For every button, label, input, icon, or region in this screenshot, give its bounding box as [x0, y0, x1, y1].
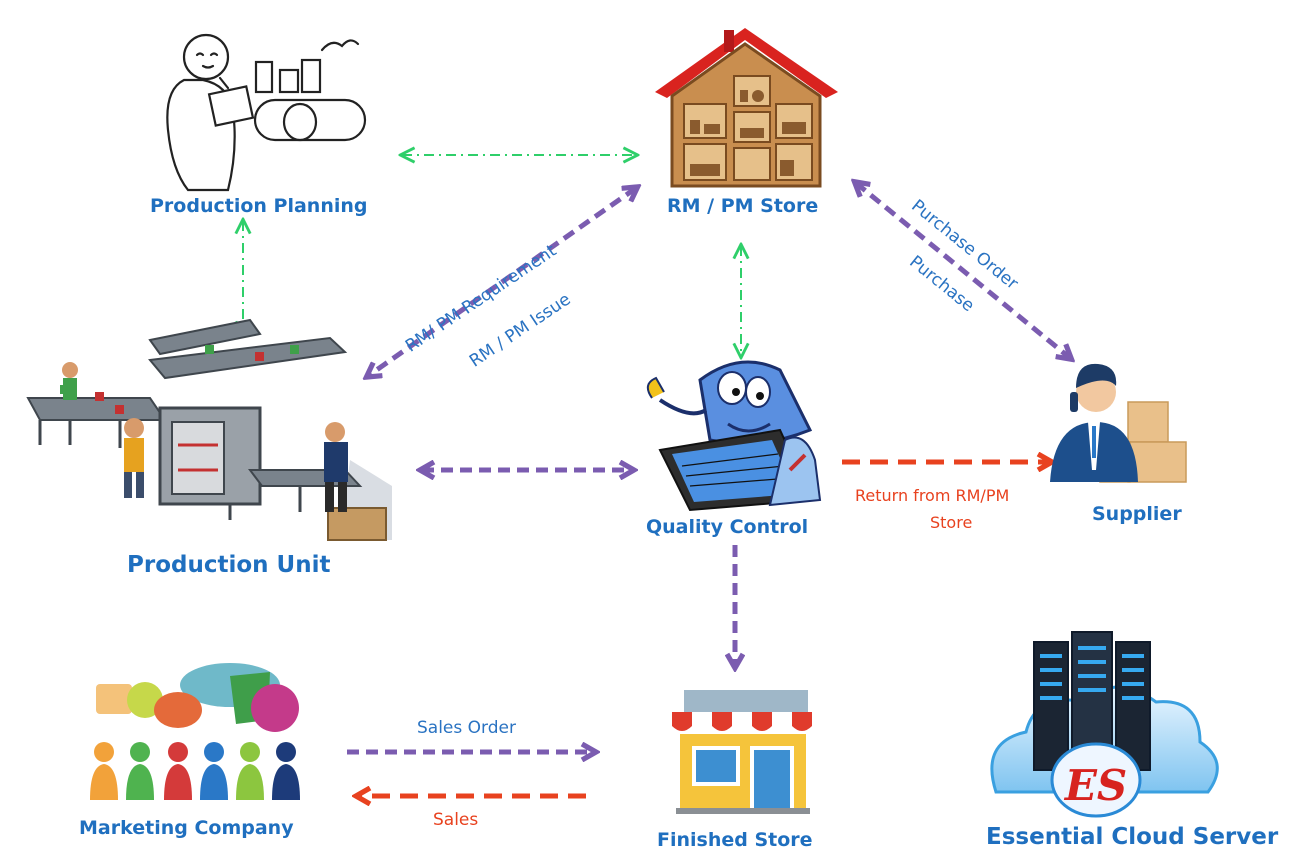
label-quality-control: Quality Control — [646, 516, 809, 538]
link-store-unit — [368, 188, 636, 376]
label-sales: Sales — [433, 810, 479, 830]
label-sales-order: Sales Order — [417, 718, 516, 738]
label-production-unit: Production Unit — [127, 552, 331, 578]
rm-pm-store-icon — [655, 28, 838, 188]
label-finished-store: Finished Store — [657, 829, 813, 851]
label-return-line2: Store — [930, 513, 973, 532]
quality-control-icon — [646, 360, 822, 512]
finished-store-icon — [672, 690, 812, 814]
cloud-server-icon: ES — [990, 631, 1219, 818]
production-unit-icon — [26, 318, 392, 541]
es-logo-text: ES — [1064, 761, 1127, 810]
link-store-supplier — [856, 183, 1070, 358]
supplier-icon — [1050, 363, 1187, 483]
label-rm-pm-store: RM / PM Store — [667, 195, 819, 217]
label-supplier: Supplier — [1092, 503, 1182, 525]
label-return-line1: Return from RM/PM — [855, 486, 1010, 505]
label-cloud-server: Essential Cloud Server — [986, 824, 1279, 850]
label-marketing-company: Marketing Company — [79, 817, 294, 839]
marketing-company-icon — [90, 663, 300, 800]
production-planning-icon — [166, 33, 367, 192]
label-production-planning: Production Planning — [150, 195, 368, 217]
